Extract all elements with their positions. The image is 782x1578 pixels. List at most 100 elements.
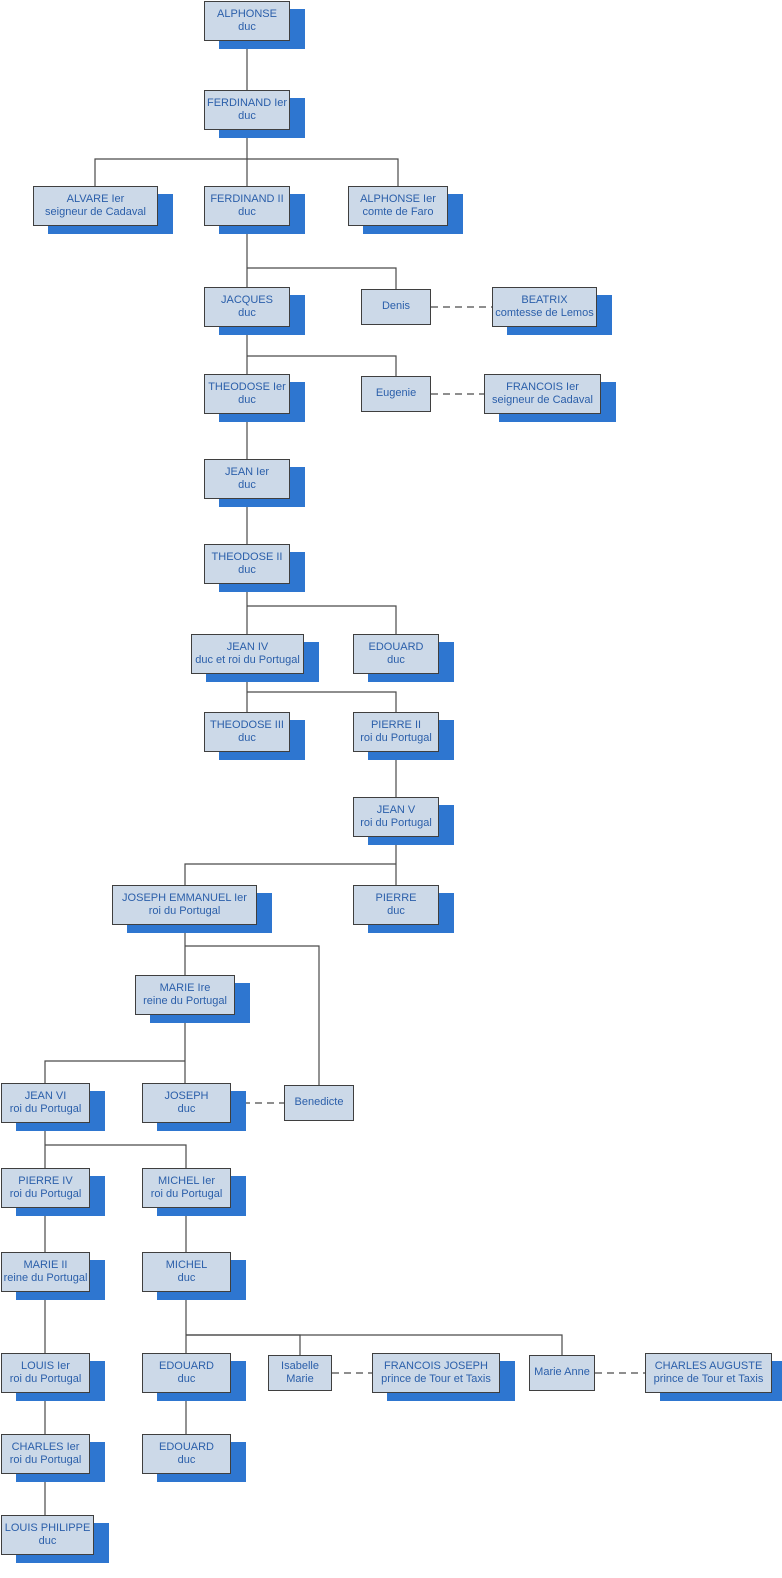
node-title: CHARLES Ier [11, 1440, 80, 1453]
node-subtitle: roi du Portugal [360, 732, 432, 744]
node-title: LOUIS PHILIPPE [4, 1521, 91, 1534]
edge-jean_vi-to-michel_ier [45, 1144, 187, 1168]
node-subtitle: roi du Portugal [148, 905, 221, 917]
node-title: JEAN Ier [224, 465, 269, 478]
node-subtitle: duc [238, 206, 256, 218]
node-subtitle: roi du Portugal [150, 1188, 223, 1200]
edge-jean_v-to-joseph_emmanuel_ier [184, 863, 396, 885]
node-subtitle: roi du Portugal [9, 1454, 82, 1466]
node-title: CHARLES AUGUSTE [654, 1359, 763, 1372]
node-subtitle: roi du Portugal [360, 817, 432, 829]
node-subtitle: duc [238, 110, 256, 122]
node-title: MARIE Ire [159, 981, 211, 994]
edge-ferdinand_ier-to-alphonse_ier_faro [247, 158, 399, 186]
node-title: ALVARE Ier [66, 192, 125, 205]
node-title: JEAN IV [226, 640, 269, 653]
node-title: JEAN V [376, 803, 416, 816]
node-title: THEODOSE Ier [208, 380, 286, 393]
node-title: Denis [381, 300, 411, 313]
node-title: JEAN VI [24, 1089, 67, 1102]
node-subtitle: Marie [286, 1373, 314, 1385]
edge-marie_ire-to-jean_vi [44, 1060, 185, 1083]
node-subtitle: seigneur de Cadaval [492, 394, 593, 406]
node-title: ALPHONSE [217, 7, 277, 20]
node-subtitle: duc [238, 479, 256, 491]
node-marie_anne[interactable]: Marie Anne [529, 1355, 595, 1391]
node-subtitle: duc [177, 1373, 196, 1385]
edge-ferdinand_ii-to-denis [247, 267, 397, 289]
node-title: FERDINAND II [210, 192, 284, 205]
node-benedicte[interactable]: Benedicte [284, 1085, 354, 1121]
node-subtitle: roi du Portugal [9, 1188, 82, 1200]
node-title: FRANCOIS JOSEPH [384, 1359, 488, 1372]
node-title: JACQUES [221, 293, 273, 306]
node-subtitle: seigneur de Cadaval [45, 206, 146, 218]
node-title: PIERRE IV [18, 1174, 73, 1187]
edge-jacques_duc-to-eugenie [247, 355, 397, 376]
node-title: Marie Anne [534, 1366, 590, 1379]
node-title: BEATRIX [521, 293, 568, 306]
node-denis[interactable]: Denis [361, 289, 431, 325]
node-title: Eugenie [375, 387, 417, 400]
node-subtitle: duc [238, 564, 256, 576]
node-title: Benedicte [294, 1096, 344, 1109]
node-subtitle: comte de Faro [362, 206, 434, 218]
edge-michel_duc-to-isabelle_marie [186, 1334, 301, 1355]
node-title: EDOUARD [158, 1359, 214, 1372]
node-eugenie[interactable]: Eugenie [361, 376, 431, 412]
node-subtitle: roi du Portugal [9, 1103, 82, 1115]
node-title: MARIE II [23, 1258, 68, 1271]
node-title: MICHEL Ier [157, 1174, 216, 1187]
node-subtitle: duc [238, 394, 256, 406]
node-title: FERDINAND Ier [206, 96, 288, 109]
node-subtitle: comtesse de Lemos [495, 307, 594, 319]
node-title: EDOUARD [158, 1440, 214, 1453]
node-subtitle: duc [177, 1454, 196, 1466]
node-subtitle: prince de Tour et Taxis [653, 1373, 764, 1385]
node-subtitle: reine du Portugal [3, 1272, 88, 1284]
node-title: THEODOSE III [210, 718, 284, 731]
node-subtitle: prince de Tour et Taxis [381, 1373, 491, 1385]
node-title: JOSEPH EMMANUEL Ier [122, 891, 247, 904]
node-subtitle: duc [177, 1272, 196, 1284]
edge-michel_duc-to-marie_anne [186, 1334, 563, 1355]
node-title: PIERRE II [370, 718, 422, 731]
node-subtitle: duc [387, 905, 405, 917]
node-title: JOSEPH [164, 1089, 209, 1102]
node-subtitle: duc [387, 654, 405, 666]
node-subtitle: reine du Portugal [143, 995, 227, 1007]
